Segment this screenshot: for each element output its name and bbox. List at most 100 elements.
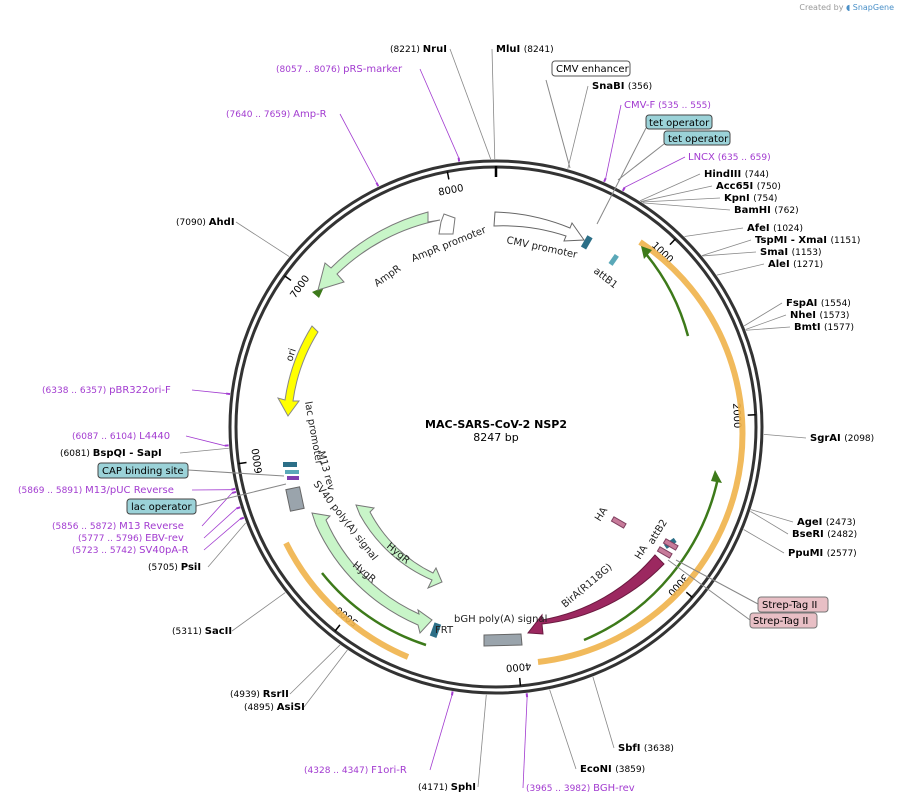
primer-prs: (8057 .. 8076) pRS-marker: [276, 64, 403, 75]
tick-mark-1000: [669, 238, 677, 246]
enzyme-leader-agei: [750, 509, 794, 523]
enzyme-pos-smai: (1153): [792, 248, 822, 258]
orf-orange-arc-right: [537, 239, 746, 665]
primer-leader-f1ori: [429, 695, 453, 771]
primer-tick-m13puc: [231, 487, 236, 491]
enzyme-leader-sbfi: [592, 676, 615, 749]
enzyme-asisi: (4895) AsiSI: [244, 702, 305, 713]
enzyme-name-fspai: FspAI: [786, 298, 821, 309]
enzyme-name-agei: AgeI: [797, 517, 826, 528]
primer-name-sv40pa: SV40pA-R: [139, 545, 188, 556]
attb1-marker: [580, 235, 593, 250]
enzyme-leader-nhei: [745, 314, 787, 330]
orf-green-arrowhead-upper: [641, 246, 652, 259]
lac-marker-2: [285, 470, 299, 474]
primer-tick-ebvrev: [236, 506, 241, 510]
primer-tick-cmvf: [603, 177, 607, 183]
enzyme-bspqi: (6081) BspQI - SapI: [60, 448, 162, 459]
enzyme-leader-fspai: [743, 302, 783, 327]
enzyme-pos-afei: (1024): [773, 224, 803, 234]
primer-leader-pbr: [191, 389, 227, 394]
box-strep-tag-1-text: Strep-Tag II: [762, 600, 817, 611]
enzyme-pos-sphi: (4171): [418, 783, 451, 793]
primer-leader-bghrev: [522, 697, 528, 789]
enzyme-name-sacii: SacII: [205, 626, 232, 637]
primer-name-lncx: LNCX: [688, 152, 715, 163]
enzyme-leader-sphi: [477, 694, 487, 788]
enzyme-leader-snabi: [567, 85, 589, 169]
enzyme-name-asisi: AsiSI: [277, 702, 305, 713]
enzyme-nhei: NheI (1573): [790, 310, 849, 321]
box-tet-operator-2: tet operator: [617, 130, 731, 181]
tick-mark-7000: [284, 275, 292, 282]
enzyme-agei: AgeI (2473): [797, 517, 856, 528]
box-cap-binding-site: CAP binding site: [97, 462, 285, 479]
enzyme-fspai: FspAI (1554): [786, 298, 851, 309]
primer-pos-bghrev: (3965 .. 3982): [526, 784, 593, 794]
box-tet-operator-1-text: tet operator: [649, 118, 710, 129]
enzyme-name-bspqi: BspQI - SapI: [93, 448, 162, 459]
enzyme-pos-ppumi: (2577): [827, 549, 857, 559]
enzyme-pos-nrui: (8221): [390, 45, 423, 55]
enzyme-pos-nhei: (1573): [819, 311, 849, 321]
enzyme-pos-econi: (3859): [615, 765, 645, 775]
box-tet-operator-2-text: tet operator: [668, 134, 729, 145]
primer-name-l4440: L4440: [139, 431, 170, 442]
enzyme-pos-bspqi: (6081): [60, 449, 93, 459]
enzyme-name-psii: PsiI: [181, 562, 201, 573]
enzyme-name-bseri: BseRI: [792, 529, 827, 540]
hygr-inner-arrow: [355, 504, 443, 589]
enzyme-bamhi: BamHI (762): [734, 205, 799, 216]
primer-leader-cmvf: [605, 104, 622, 179]
enzyme-name-ahdi: AhdI: [209, 217, 235, 228]
primer-pos-m13rev: (5856 .. 5872): [52, 522, 119, 532]
primer-tick-prs: [457, 157, 461, 162]
ampr-label: AmpR: [372, 263, 403, 289]
primer-tick-lncx: [621, 186, 626, 192]
lacprom-label: lac promoter: [302, 401, 324, 467]
enzyme-ahdi: (7090) AhdI: [176, 217, 235, 228]
enzyme-name-nhei: NheI: [790, 310, 819, 321]
box-cap-binding-site-text: CAP binding site: [102, 466, 184, 477]
enzyme-name-ppumi: PpuMI: [788, 548, 827, 559]
tick-label-4000: 4000: [505, 660, 531, 673]
enzyme-snabi: SnaBI (356): [592, 81, 652, 92]
hygr-outer-arrow: [311, 512, 433, 635]
primer-name-bghrev: BGH-rev: [593, 783, 635, 794]
enzyme-tspmi: TspMI - XmaI (1151): [755, 235, 860, 246]
enzyme-leader-smai: [702, 251, 757, 257]
primer-m13puc: (5869 .. 5891) M13/pUC Reverse: [18, 485, 174, 496]
primer-leader-ebvrev: [203, 508, 237, 539]
enzyme-leader-afei: [684, 227, 744, 237]
enzyme-leader-bamhi: [642, 202, 731, 211]
sv40-block: [285, 486, 305, 512]
enzyme-name-kpni: KpnI: [724, 193, 753, 204]
tick-mark-5000: [334, 624, 341, 632]
ha-label-1: HA: [593, 505, 610, 523]
primer-pos-m13puc: (5869 .. 5891): [18, 486, 85, 496]
primer-sites: (8057 .. 8076) pRS-marker(7640 .. 7659) …: [18, 64, 771, 794]
box-strep-tag-2-text: Strep-Tag II: [753, 616, 808, 627]
enzyme-bmti: BmtI (1577): [794, 322, 854, 333]
enzyme-leader-bseri: [750, 511, 789, 535]
enzyme-leader-bmti: [745, 326, 791, 331]
orf-green-arc-lower: [583, 477, 720, 642]
enzyme-name-tspmi: TspMI - XmaI: [755, 235, 830, 246]
primer-leader-l4440: [185, 435, 225, 447]
ha-label-2: HA: [633, 543, 650, 561]
enzyme-bseri: BseRI (2482): [792, 529, 857, 540]
ha-marker-2: [656, 546, 673, 559]
enzyme-name-hindiii: HindIII: [704, 169, 745, 180]
bgh-block: [483, 633, 523, 647]
frt-label: FRT: [435, 625, 454, 636]
enzyme-acc65i: Acc65I (750): [716, 181, 781, 192]
credit-brand: SnapGene: [852, 3, 894, 12]
primer-pos-prs: (8057 .. 8076): [276, 65, 343, 75]
enzyme-name-nrui: NruI: [423, 44, 447, 55]
enzyme-leader-hindiii: [639, 173, 701, 202]
enzyme-name-bmti: BmtI: [794, 322, 824, 333]
enzyme-smai: SmaI (1153): [760, 247, 822, 258]
primer-tick-m13rev: [231, 490, 237, 494]
